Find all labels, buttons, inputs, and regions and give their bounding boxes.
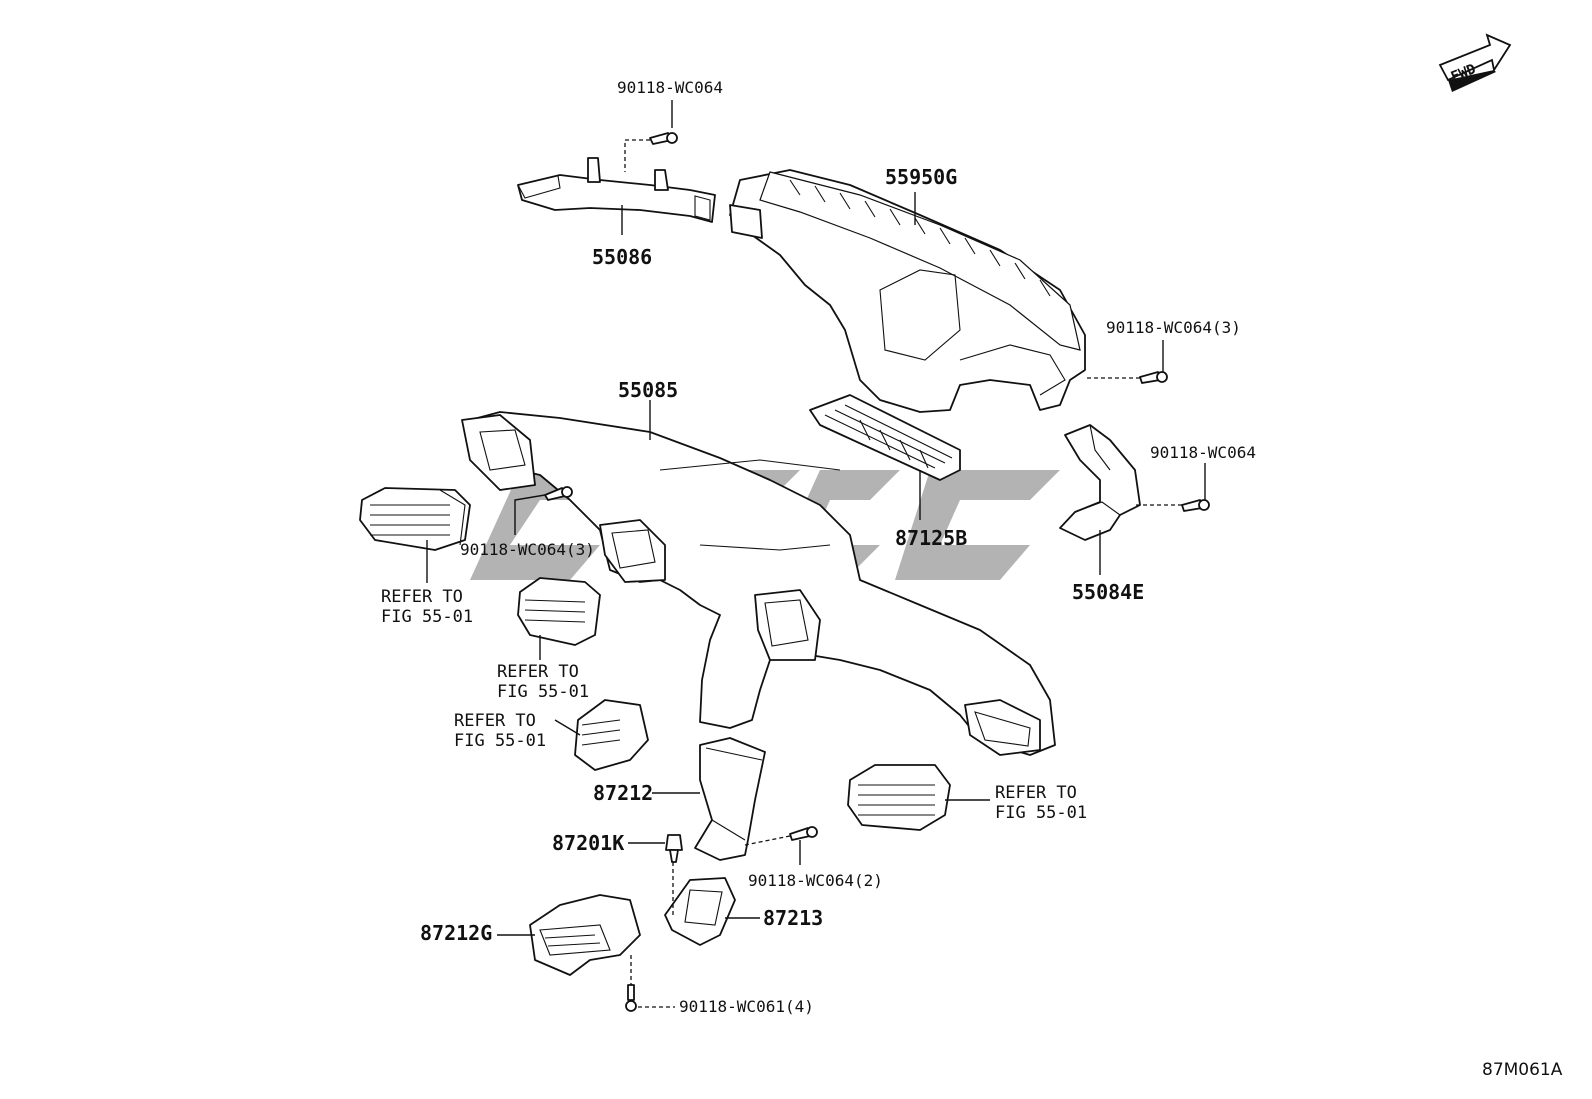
leader-lines xyxy=(426,100,1206,1008)
bolt-lower2 xyxy=(789,826,818,841)
bolt-bottom4 xyxy=(625,984,637,1012)
label-87213: 87213 xyxy=(763,906,823,930)
label-55086: 55086 xyxy=(592,245,652,269)
duct-87212 xyxy=(694,737,766,861)
refer-note-4-line1: REFER TO xyxy=(995,783,1077,803)
duct-87212G xyxy=(529,894,641,976)
bolt-right xyxy=(1181,499,1210,512)
refer-note-4-line2: FIG 55-01 xyxy=(995,803,1087,823)
label-bolt-right3: 90118-WC064(3) xyxy=(1106,318,1241,337)
label-bolt-top: 90118-WC064 xyxy=(617,78,723,97)
bolt-left3 xyxy=(544,486,573,501)
refer-note-1-line1: REFER TO xyxy=(381,587,463,607)
label-55950G: 55950G xyxy=(885,165,957,189)
vent-right xyxy=(847,764,951,831)
figure-code: 87M061A xyxy=(1482,1060,1563,1080)
bolt-top xyxy=(649,132,678,145)
duct-55086 xyxy=(517,157,716,223)
vent-left-3 xyxy=(574,699,649,771)
duct-55085 xyxy=(461,411,1056,756)
label-55084E: 55084E xyxy=(1072,580,1144,604)
label-87125B: 87125B xyxy=(895,526,967,550)
label-87212G: 87212G xyxy=(420,921,492,945)
label-bolt-right: 90118-WC064 xyxy=(1150,443,1256,462)
vent-left-1 xyxy=(359,487,471,551)
duct-55950G xyxy=(729,169,1086,413)
refer-note-3-line1: REFER TO xyxy=(454,711,536,731)
duct-87213 xyxy=(664,877,736,946)
refer-note-2-line1: REFER TO xyxy=(497,662,579,682)
clip-87201K xyxy=(665,834,683,863)
label-87212: 87212 xyxy=(593,781,653,805)
refer-note-3-line2: FIG 55-01 xyxy=(454,731,546,751)
label-87201K: 87201K xyxy=(552,831,624,855)
refer-note-2-line2: FIG 55-01 xyxy=(497,682,589,702)
fwd-arrow-icon: FWD xyxy=(1438,33,1512,92)
vent-left-2 xyxy=(517,577,601,646)
bolt-right3 xyxy=(1139,371,1168,384)
duct-55084E xyxy=(1059,424,1141,541)
refer-note-1-line2: FIG 55-01 xyxy=(381,607,473,627)
label-55085: 55085 xyxy=(618,378,678,402)
grille-87125B xyxy=(809,394,961,481)
label-bolt-lower2: 90118-WC064(2) xyxy=(748,871,883,890)
label-bolt-left3: 90118-WC064(3) xyxy=(460,540,595,559)
label-bolt-bottom4: 90118-WC061(4) xyxy=(679,997,814,1016)
